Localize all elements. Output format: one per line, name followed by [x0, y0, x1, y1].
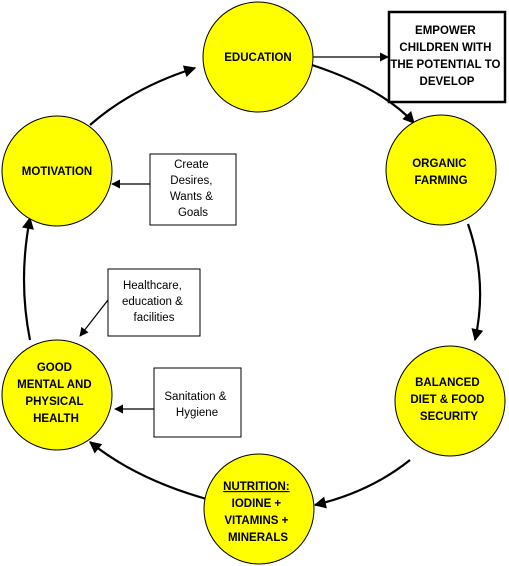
empower-box — [387, 10, 507, 104]
organic-farming-label: ORGANIC FARMING — [412, 158, 470, 187]
motivation-label: MOTIVATION — [22, 166, 92, 178]
nutrition-label: NUTRITION: IODINE + VITAMINS + MINERALS — [223, 481, 293, 544]
nutrition-node — [203, 453, 315, 565]
arrow-health-to-motivation — [22, 216, 34, 341]
sanitation-box — [153, 367, 242, 438]
motivation-node — [1, 115, 113, 227]
organic-farming-node — [385, 114, 497, 226]
desires-text: Create Desires, Wants & Goals — [170, 159, 216, 219]
arrow-organic-to-balanced — [466, 223, 484, 342]
empower-text: EMPOWER CHILDREN WITH THE POTENTIAL TO D… — [390, 25, 503, 88]
good-health-label: GOOD MENTAL AND PHYSICAL HEALTH — [17, 362, 95, 425]
balanced-diet-label: BALANCED DIET & FOOD SECURITY — [410, 377, 487, 423]
education-label: EDUCATION — [224, 52, 292, 64]
arrow-healthcare-to-health — [79, 299, 109, 337]
arrow-balanced-to-nutrition — [313, 459, 411, 509]
healthcare-box — [107, 268, 201, 337]
arrow-nutrition-to-health — [89, 441, 211, 502]
healthcare-text: Healthcare, education & facilities — [122, 280, 186, 324]
arrow-motivation-to-education — [89, 65, 197, 126]
desires-box — [149, 153, 237, 226]
good-health-node — [1, 339, 113, 451]
sanitation-text: Sanitation & Hygiene — [164, 391, 229, 419]
arrow-education-to-organic — [311, 63, 415, 124]
education-node — [202, 1, 314, 113]
balanced-diet-node — [394, 345, 506, 457]
